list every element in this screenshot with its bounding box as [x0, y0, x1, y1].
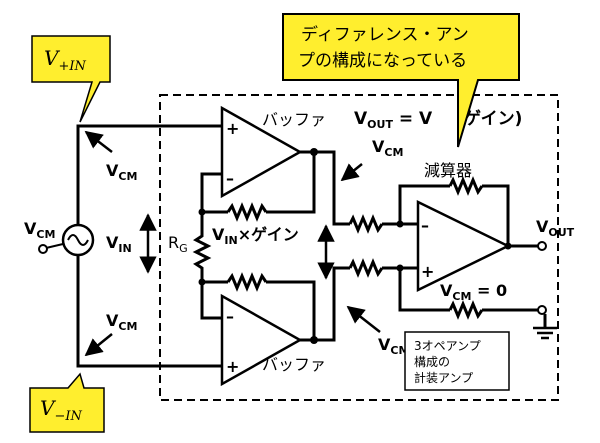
svg-text:–: –: [421, 216, 429, 235]
vout-label: VOUT: [536, 217, 575, 239]
differential-arrows: [139, 213, 335, 280]
node-vout: [504, 242, 512, 250]
svg-text:プの構成になっている: プの構成になっている: [298, 51, 467, 71]
bottom-buffer-label: バッファ: [262, 355, 326, 374]
vcm-label-bottom-left: VCM: [106, 311, 137, 333]
svg-text:+: +: [226, 119, 239, 138]
svg-text:V+IN: V+IN: [44, 46, 86, 74]
vcm-label-source: VCM: [24, 219, 55, 241]
vcm-arrows: [84, 130, 381, 357]
ground-icon: [533, 326, 557, 340]
input-wires: [76, 124, 222, 368]
svg-text:V−IN: V−IN: [40, 396, 82, 424]
vout-equation: VOUT = V: [354, 109, 433, 131]
ia-boundary-box: [159, 94, 559, 401]
top-buffer-label: バッファ: [262, 110, 326, 129]
callout-vin-neg: V−IN: [29, 372, 105, 433]
vout-equation-tail: ゲイン): [464, 108, 522, 129]
svg-text:–: –: [226, 307, 234, 326]
rg-label: RG: [168, 233, 188, 255]
ground-terminal: [537, 305, 547, 315]
callout-vin-pos: V+IN: [31, 35, 111, 123]
vin-gain-label: VIN×ゲイン: [212, 225, 299, 247]
vin-label: VIN: [106, 233, 132, 255]
feedback-network: [192, 152, 316, 340]
svg-text:構成の: 構成の: [414, 355, 450, 369]
callout-difference-amp: ディファレンス・アン プの構成になっている: [282, 13, 520, 148]
svg-text:3オペアンプ: 3オペアンプ: [414, 339, 481, 353]
vout-terminal: [537, 241, 547, 251]
vcm-zero-label: VCM = 0: [440, 281, 507, 303]
subtractor-label: 減算器: [424, 161, 472, 180]
vcm-label-top-left: VCM: [106, 161, 137, 183]
node-sub-neg: [396, 220, 404, 228]
ac-source: [38, 208, 95, 270]
svg-text:+: +: [421, 262, 434, 281]
subtractor-opamp: – +: [416, 199, 511, 293]
vcm-label-top-right: VCM: [372, 137, 403, 159]
bottom-buffer-opamp: – +: [220, 293, 314, 387]
svg-text:–: –: [226, 169, 234, 188]
subtractor-input-wires: [314, 150, 418, 342]
note-box: 3オペアンプ 構成の 計装アンプ: [404, 331, 510, 391]
node-rg-top: [198, 208, 206, 216]
node-rg-bottom: [198, 278, 206, 286]
svg-text:計装アンプ: 計装アンプ: [414, 370, 473, 385]
node-sub-pos: [396, 264, 404, 272]
top-buffer-opamp: + –: [220, 105, 314, 199]
subtractor-feedback: [398, 176, 547, 328]
svg-text:+: +: [226, 357, 239, 376]
svg-text:ディファレンス・アン: ディファレンス・アン: [301, 24, 469, 45]
